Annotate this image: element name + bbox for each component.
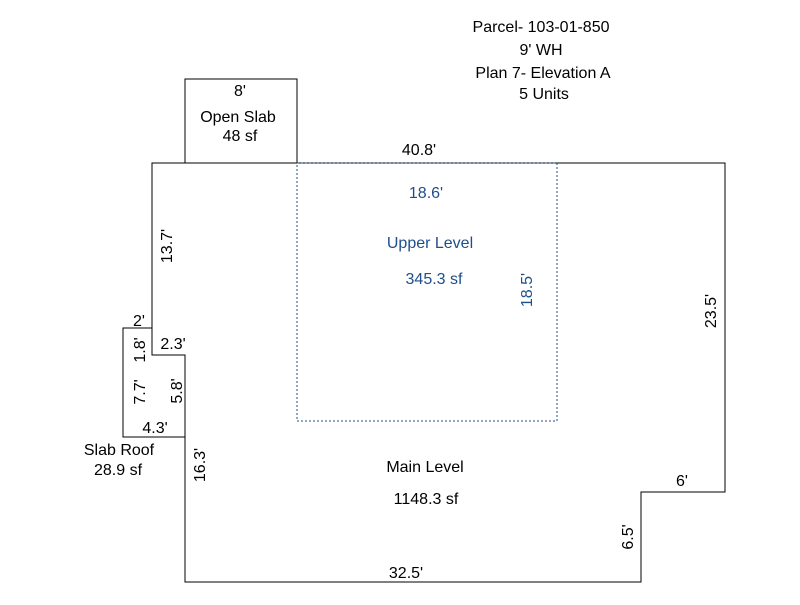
parcel-label: Parcel- 103-01-850 [473,19,610,36]
main-level-area: 1148.3 sf [394,491,459,508]
open-slab-outline [184,78,298,163]
dim-right-lower: 6.5' [620,524,637,549]
dim-top-width: 40.8' [402,142,436,159]
open-slab-area: 48 sf [223,128,258,145]
dim-notch-top: 2' [133,313,145,330]
dim-open-slab-width: 8' [234,83,246,100]
main-level-name: Main Level [386,459,463,476]
dim-left-upper: 13.7' [159,229,176,263]
slab-roof-name: Slab Roof [84,442,155,459]
upper-level-outline [296,162,558,422]
dim-slab-roof-bottom: 4.3' [142,420,167,437]
dim-slab-roof-height: 7.7' [132,379,149,404]
dim-left-lower: 16.3' [192,448,209,482]
upper-level-area: 345.3 sf [406,271,463,288]
main-level-outline [151,162,726,583]
dim-inner-height: 5.8' [169,378,186,403]
dim-right-height: 23.5' [703,294,720,328]
dim-notch-step: 2.3' [160,336,185,353]
dim-right-step: 6' [676,473,688,490]
dim-bottom-width: 32.5' [389,565,423,582]
upper-level-name: Upper Level [387,235,473,252]
dim-upper-width: 18.6' [409,185,443,202]
units-label: 5 Units [519,86,569,103]
dim-notch-small: 1.8' [132,337,149,362]
wall-height-label: 9' WH [519,42,562,59]
slab-roof-area: 28.9 sf [94,462,143,479]
slab-roof-outline [122,327,186,438]
plan-label: Plan 7- Elevation A [475,65,611,82]
open-slab-name: Open Slab [200,109,276,126]
dim-upper-height: 18.5' [519,273,536,307]
